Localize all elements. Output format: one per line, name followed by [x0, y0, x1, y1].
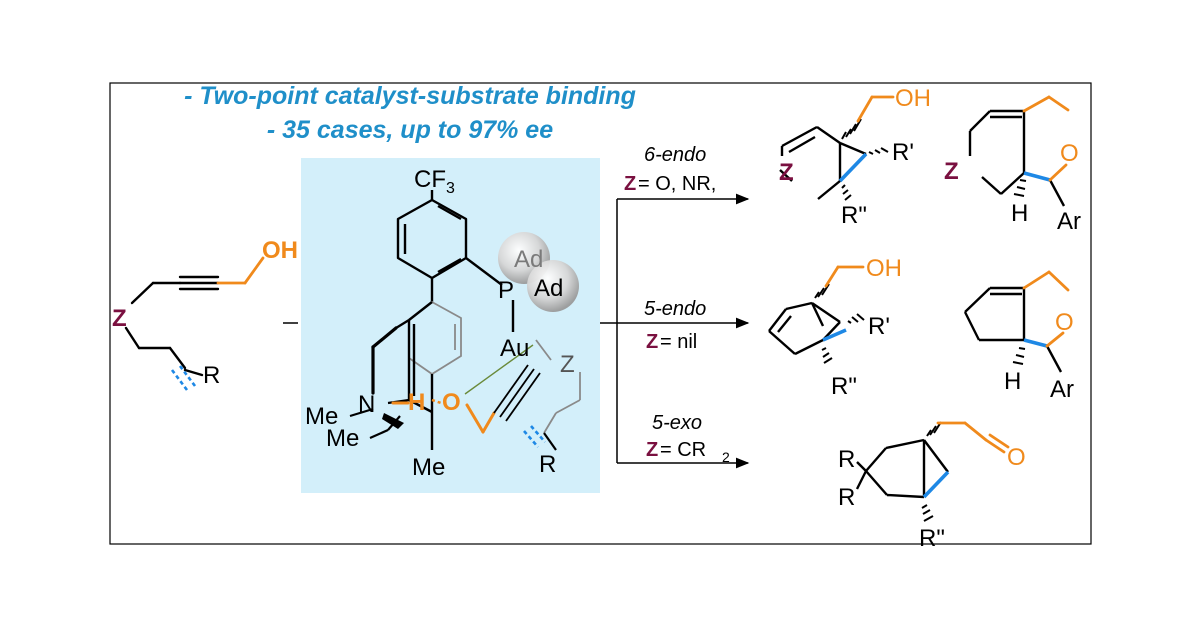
substrate-z-label: Z — [112, 305, 127, 332]
headline-line-1: - Two-point catalyst-substrate binding — [184, 82, 636, 110]
catalyst-au-label: Au — [500, 335, 529, 362]
product-2-h-label: H — [1011, 200, 1028, 227]
branch-arrows — [616, 193, 750, 469]
product-3-oh-label: OH — [866, 255, 902, 282]
product-4-structure: O H Ar — [963, 270, 1074, 403]
product-4-ar-label: Ar — [1050, 376, 1074, 403]
catalyst-z-label: Z — [560, 351, 575, 378]
condition-5-exo-text: = CR — [660, 439, 706, 461]
catalyst-ad2-label: Ad — [534, 275, 563, 302]
catalyst-o-label: O — [442, 389, 461, 416]
product-1-z-label: Z — [779, 159, 794, 186]
catalyst-structure: CF 3 Ad P Ad Au N Me Me Me H O Z R — [305, 166, 581, 481]
substrate-structure: OH Z R — [112, 237, 298, 391]
product-3-r1-label: R' — [868, 313, 890, 340]
product-1-r2-label: R" — [841, 202, 867, 229]
catalyst-p-label: P — [498, 277, 514, 304]
product-1-r1-label: R' — [892, 139, 914, 166]
product-2-ar-label: Ar — [1057, 208, 1081, 235]
condition-6-endo-text: = O, NR, — [638, 173, 716, 195]
condition-5-exo-subscript: 2 — [722, 449, 730, 465]
substrate-oh-label: OH — [262, 237, 298, 264]
condition-6-endo-mode: 6-endo — [644, 144, 706, 166]
condition-5-endo-text: = nil — [660, 331, 697, 353]
product-2-o-label: O — [1060, 140, 1079, 167]
catalyst-me3-label: Me — [412, 454, 445, 481]
condition-6-endo-z: Z — [624, 173, 636, 195]
product-1-oh-label: OH — [895, 85, 931, 112]
condition-5-exo-z: Z — [646, 439, 658, 461]
product-3-r2-label: R" — [831, 373, 857, 400]
substrate-r-label: R — [203, 362, 220, 389]
condition-5-endo-z: Z — [646, 331, 658, 353]
catalyst-me2-label: Me — [326, 425, 359, 452]
catalyst-ad1-label: Ad — [514, 246, 543, 273]
catalyst-cf3-subscript: 3 — [446, 180, 455, 197]
catalyst-r-label: R — [539, 451, 556, 478]
product-5-ra-label: R — [838, 446, 855, 473]
product-4-h-label: H — [1004, 368, 1021, 395]
condition-5-endo-mode: 5-endo — [644, 298, 706, 320]
product-2-z-label: Z — [944, 158, 959, 185]
catalyst-cf3-label: CF — [414, 166, 446, 193]
product-2-structure: O Z H Ar — [944, 95, 1081, 235]
product-5-rb-label: R — [838, 484, 855, 511]
catalyst-n-label: N — [358, 391, 375, 418]
headline-line-2: - 35 cases, up to 97% ee — [267, 116, 553, 144]
product-4-o-label: O — [1055, 309, 1074, 336]
product-5-r2-label: R" — [919, 525, 945, 552]
outer-frame — [109, 82, 1092, 545]
product-5-structure: O R R R" — [838, 421, 1026, 552]
product-3-structure: OH R' R" — [768, 255, 902, 400]
catalyst-h-label: H — [408, 389, 425, 416]
product-1-structure: OH Z R' R" — [779, 85, 931, 229]
catalyst-me1-label: Me — [305, 403, 338, 430]
product-5-o-label: O — [1007, 444, 1026, 471]
condition-5-exo-mode: 5-exo — [652, 412, 702, 434]
